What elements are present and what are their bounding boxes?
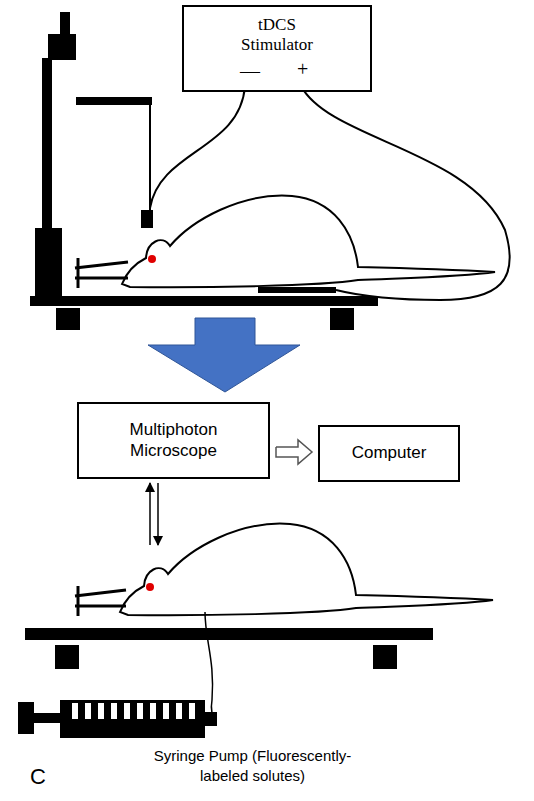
hollow-arrow <box>276 440 312 464</box>
bottom-platform <box>25 628 433 669</box>
top-mouse <box>122 196 495 288</box>
stimulator-box: tDCS Stimulator — + <box>182 5 372 92</box>
barrel-tick <box>85 703 91 719</box>
box-label: tDCS Stimulator <box>227 7 327 56</box>
ear-bar <box>75 258 128 288</box>
stimulator-wires <box>150 83 510 300</box>
head-holder <box>75 586 126 616</box>
electrode-pad <box>258 287 336 293</box>
barrel-tick <box>72 703 78 719</box>
barrel-tick <box>150 703 156 719</box>
stereotaxic-stand <box>35 12 153 296</box>
barrel-tick <box>163 703 169 719</box>
terminal-sign: — <box>240 59 260 83</box>
barrel-tick <box>176 703 182 719</box>
computer-box: Computer <box>318 425 460 482</box>
down-arrow <box>148 318 300 392</box>
box-label: Computer <box>324 427 454 464</box>
syringe <box>18 700 217 738</box>
barrel-tick <box>189 703 195 719</box>
barrel-tick <box>98 703 104 719</box>
barrel-tick <box>111 703 117 719</box>
box-label: Multiphoton Microscope <box>109 404 239 461</box>
barrel-tick <box>124 703 130 719</box>
laser-arrows <box>150 483 158 545</box>
panel-letter: C <box>30 763 60 792</box>
bottom-mouse <box>120 524 493 616</box>
barrel-tick <box>137 703 143 719</box>
microscope-box: Multiphoton Microscope <box>77 402 270 479</box>
terminal-sign: + <box>297 57 308 81</box>
syringe-caption: Syringe Pump (Fluorescently-labeled solu… <box>135 746 370 785</box>
infusion-tube <box>205 612 216 720</box>
